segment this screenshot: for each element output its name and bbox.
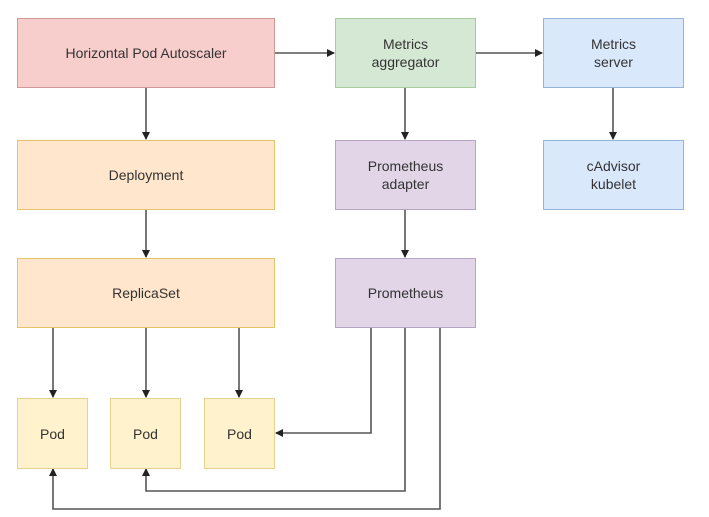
node-label: Horizontal Pod Autoscaler — [65, 45, 227, 61]
node-metrics-server[interactable]: Metrics server — [543, 18, 684, 88]
node-label: Metrics server — [590, 36, 637, 70]
edge-prometheus-to-pod2 — [142, 328, 406, 492]
node-cadvisor-kubelet[interactable]: cAdvisor kubelet — [543, 140, 684, 210]
node-label: Prometheus adapter — [367, 158, 444, 192]
node-label: cAdvisor kubelet — [586, 158, 641, 192]
node-pod-1[interactable]: Pod — [17, 398, 88, 469]
node-label: Deployment — [108, 167, 184, 183]
node-horizontal-pod-autoscaler[interactable]: Horizontal Pod Autoscaler — [17, 18, 275, 88]
edge-prometheus-to-pod1 — [49, 328, 441, 510]
node-label: Pod — [133, 425, 158, 442]
node-pod-3[interactable]: Pod — [204, 398, 275, 469]
node-label: Pod — [227, 425, 252, 442]
node-prometheus-adapter[interactable]: Prometheus adapter — [335, 140, 476, 210]
node-pod-2[interactable]: Pod — [110, 398, 181, 469]
node-prometheus[interactable]: Prometheus — [335, 258, 476, 328]
node-metrics-aggregator[interactable]: Metrics aggregator — [335, 18, 476, 88]
node-label: Pod — [40, 425, 65, 442]
edge-prometheus-to-pod3 — [275, 328, 372, 437]
node-replicaset[interactable]: ReplicaSet — [17, 258, 275, 328]
node-label: ReplicaSet — [112, 285, 180, 301]
node-label: Prometheus — [367, 285, 444, 301]
node-deployment[interactable]: Deployment — [17, 140, 275, 210]
node-label: Metrics aggregator — [371, 36, 440, 70]
